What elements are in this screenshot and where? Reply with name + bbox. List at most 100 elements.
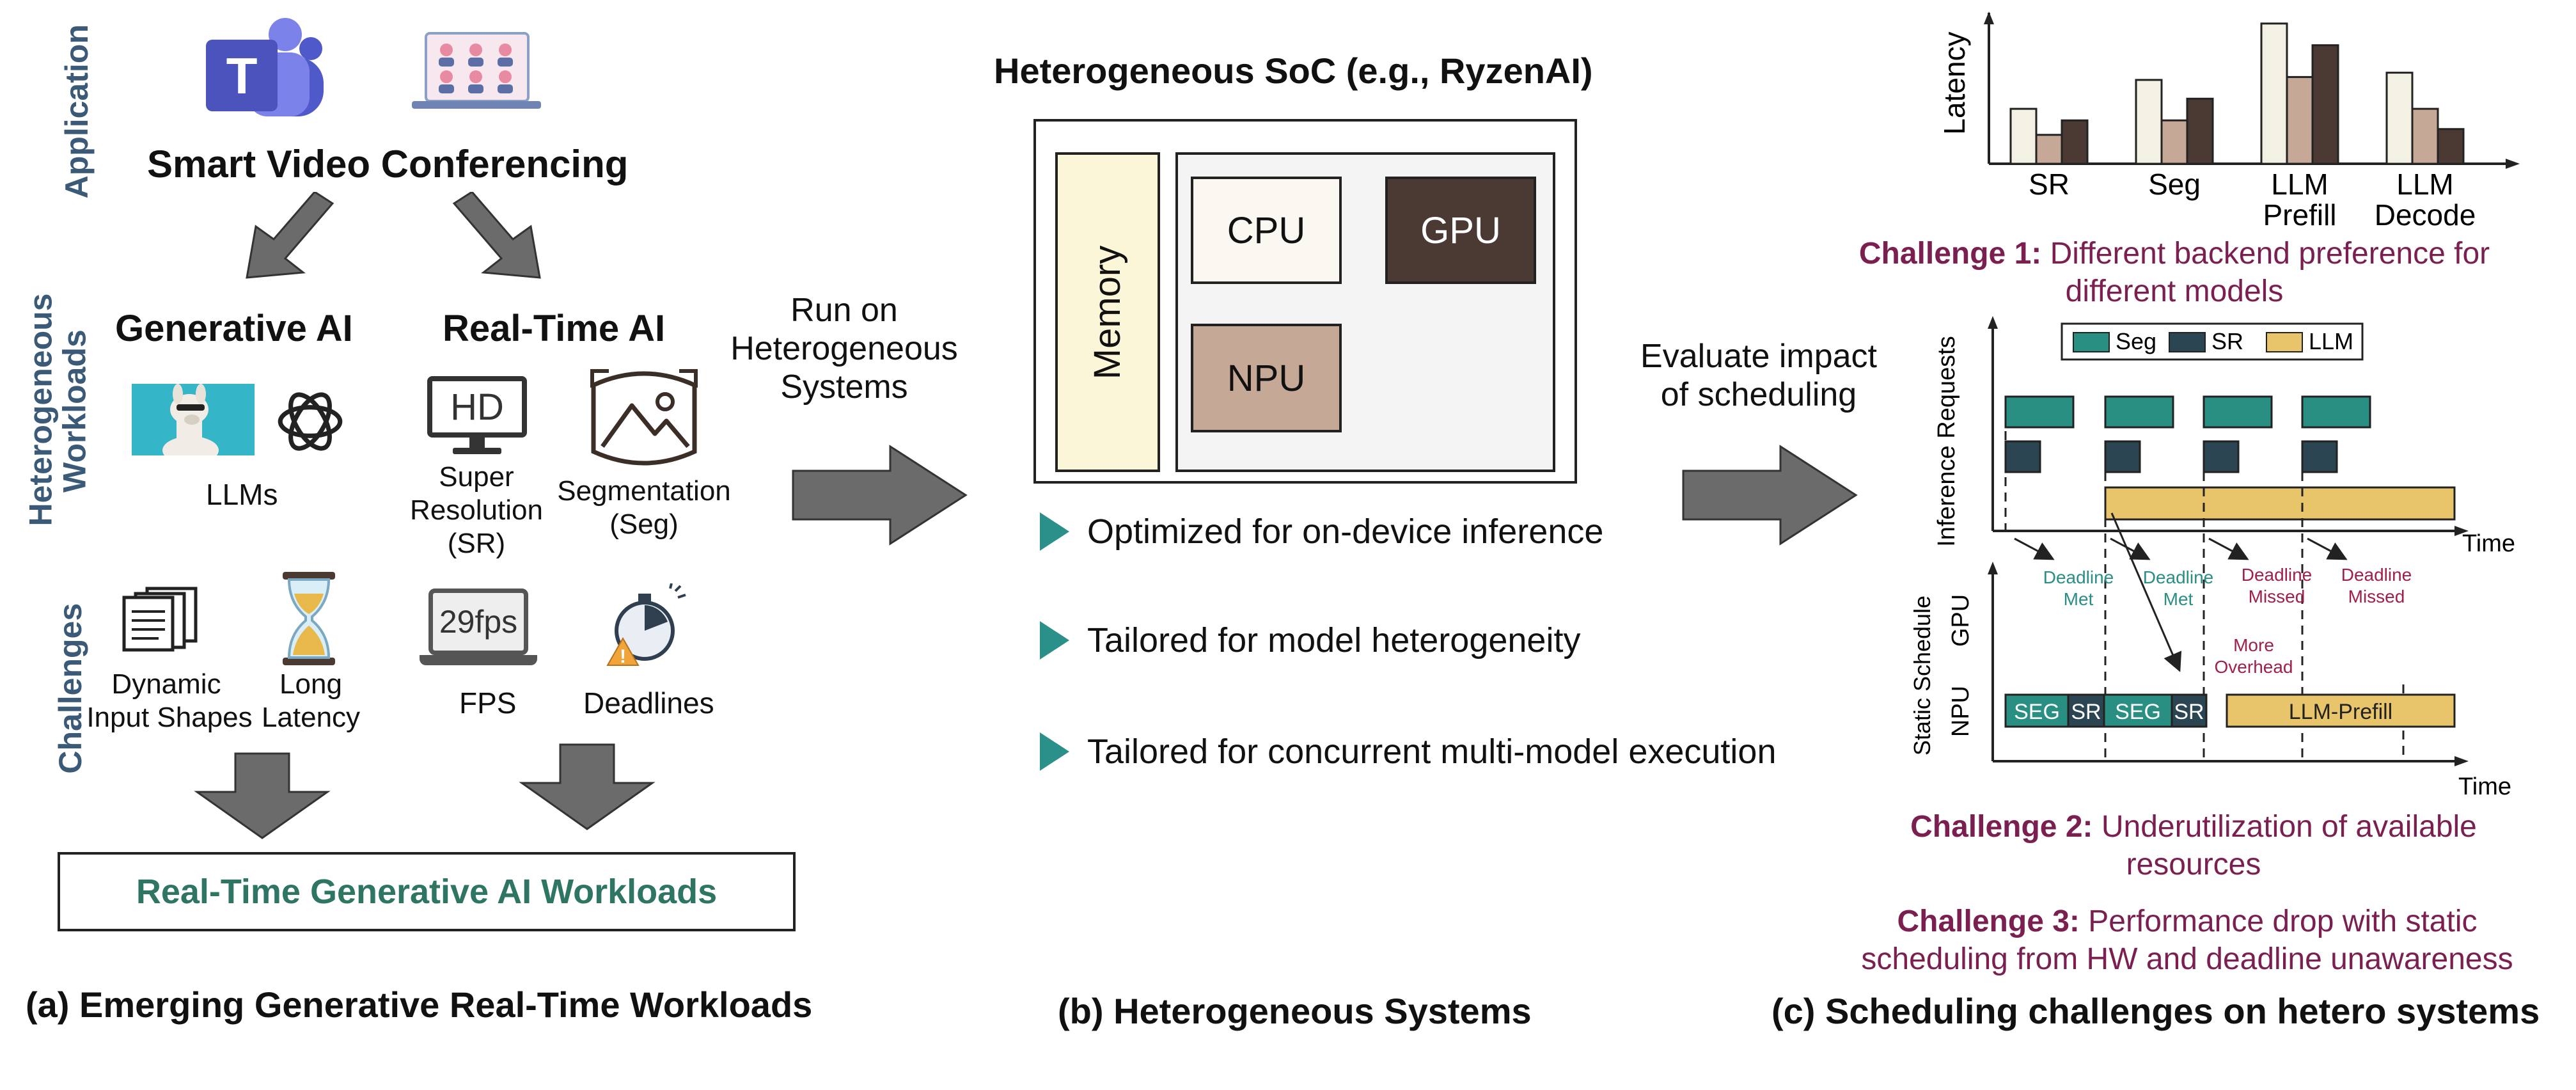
bullet-triangle-icon <box>1040 621 1069 660</box>
sched-sr-1 <box>2067 693 2105 728</box>
latency-bars <box>2009 22 2465 165</box>
fps-label: FPS <box>459 686 517 720</box>
app-title: Smart Video Conferencing <box>147 143 629 186</box>
latency-bar-3-1 <box>2260 22 2288 165</box>
caption-b: (b) Heterogeneous Systems <box>1058 991 1532 1031</box>
llms-label: LLMs <box>206 478 278 511</box>
result-box-label: Real-Time Generative AI Workloads <box>136 873 718 911</box>
sr-label: Super Resolution (SR) <box>403 461 550 560</box>
row-label-workloads-line1: Heterogeneous <box>22 293 59 526</box>
challenge-1-title: Challenge 1: <box>1858 237 2042 271</box>
latency-axis-label: Latency <box>1938 31 1971 134</box>
sched-sr-1-label: SR <box>2071 700 2101 724</box>
challenge-3-text-line2: scheduling from HW and deadline unawaren… <box>1861 942 2513 976</box>
requests-time-label: Time <box>2462 530 2515 557</box>
legend-sr-swatch <box>2169 332 2206 352</box>
request-sr-2 <box>2104 440 2141 473</box>
sr-label-line3: (SR) <box>447 527 506 559</box>
deadline-stopwatch-icon: ! <box>606 583 686 667</box>
sched-sr-2 <box>2171 693 2208 728</box>
sr-label-line1: Super <box>439 461 514 493</box>
latency-bar-3-2 <box>2286 75 2314 165</box>
openai-icon <box>278 392 343 451</box>
request-seg-4 <box>2301 395 2371 429</box>
request-seg-1 <box>2004 395 2075 429</box>
soc-title: Heterogeneous SoC (e.g., RyzenAI) <box>994 51 1593 91</box>
challenge-1-text-line1: Different backend preference for <box>2050 237 2490 271</box>
challenge-1-text-line2: different models <box>2065 274 2284 308</box>
latency-bar-4-3 <box>2437 128 2465 165</box>
hd-monitor-icon: HD <box>427 376 527 458</box>
gpu-label: GPU <box>1420 209 1501 251</box>
npu-row-label: NPU <box>1947 686 1974 737</box>
sched-seg-2-label: SEG <box>2115 700 2161 724</box>
request-seg-2 <box>2104 395 2174 429</box>
row-label-challenges: Challenges <box>52 603 88 774</box>
latency-bar-2-3 <box>2186 97 2214 165</box>
gpu-block: GPU <box>1385 177 1536 284</box>
schedule-time-label: Time <box>2458 773 2511 800</box>
challenge-3: Challenge 3: Performance drop with stati… <box>1803 903 2571 978</box>
arrow-down-left <box>194 752 331 839</box>
bullet-3-text: Tailored for concurrent multi-model exec… <box>1087 732 1777 771</box>
dynamic-shapes-line2: Input Shapes <box>86 701 253 733</box>
real-time-ai-heading: Real-Time AI <box>443 308 666 349</box>
llama-image <box>132 384 255 455</box>
sched-seg-2 <box>2103 693 2173 728</box>
bullet-triangle-icon <box>1040 512 1069 551</box>
row-label-application: Application <box>58 24 95 199</box>
long-latency-label: Long Latency <box>247 668 375 734</box>
latency-x-arrowhead <box>2506 159 2520 169</box>
challenge-2: Challenge 2: Underutilization of availab… <box>1842 809 2545 883</box>
latency-bar-4-1 <box>2385 72 2414 165</box>
caption-a: (a) Emerging Generative Real-Time Worklo… <box>26 984 813 1025</box>
arrow-to-soc <box>792 445 968 546</box>
legend-llm-label: LLM <box>2309 328 2353 354</box>
dynamic-shapes-line1: Dynamic <box>111 668 221 700</box>
bullet-1-text: Optimized for on-device inference <box>1087 512 1604 551</box>
fps-badge: 29fps <box>439 604 518 640</box>
bullet-3: Tailored for concurrent multi-model exec… <box>1040 732 1777 771</box>
schedule-y-axis-arrowhead <box>1988 562 1998 574</box>
bullet-triangle-icon <box>1040 732 1069 771</box>
challenge-2-title: Challenge 2: <box>1910 810 2093 844</box>
latency-y-arrowhead <box>1984 12 1994 24</box>
sched-seg-1-label: SEG <box>2014 700 2060 724</box>
latency-bar-1-1 <box>2009 107 2038 165</box>
sched-llm-prefill <box>2226 693 2456 728</box>
arrow-to-genai <box>246 192 334 279</box>
latency-bar-4-2 <box>2411 107 2439 165</box>
segmentation-icon <box>590 369 698 466</box>
memory-block: Memory <box>1055 152 1160 472</box>
run-on-line1: Run on <box>790 292 898 329</box>
hd-badge: HD <box>450 386 504 428</box>
teams-icon: T <box>206 18 324 116</box>
schedule-diagram: Seg SR LLM Time Inference Requests <box>1909 316 2515 800</box>
latency-bar-2-2 <box>2160 119 2188 165</box>
static-schedule-label: Static Schedule <box>1909 596 1935 755</box>
legend-llm-swatch <box>2266 332 2303 352</box>
request-sr-3 <box>2203 440 2240 473</box>
challenge-2-text-line1: Underutilization of available <box>2101 810 2477 844</box>
long-latency-line2: Latency <box>261 701 361 733</box>
latency-bar-1-3 <box>2061 119 2089 165</box>
arrow-down-right <box>519 743 656 830</box>
requests-y-axis-arrowhead <box>1988 316 1998 329</box>
long-latency-line1: Long <box>279 668 342 700</box>
latency-tick-label-1: SR <box>2029 168 2069 201</box>
video-call-laptop-icon <box>412 32 541 109</box>
memory-label: Memory <box>1087 245 1129 379</box>
sched-sr-2-label: SR <box>2174 700 2204 724</box>
seg-label-line2: (Seg) <box>609 508 679 540</box>
result-box: Real-Time Generative AI Workloads <box>58 852 796 931</box>
challenge-1: Challenge 1: Different backend preferenc… <box>1791 235 2558 310</box>
seg-label: Segmentation (Seg) <box>551 475 737 541</box>
